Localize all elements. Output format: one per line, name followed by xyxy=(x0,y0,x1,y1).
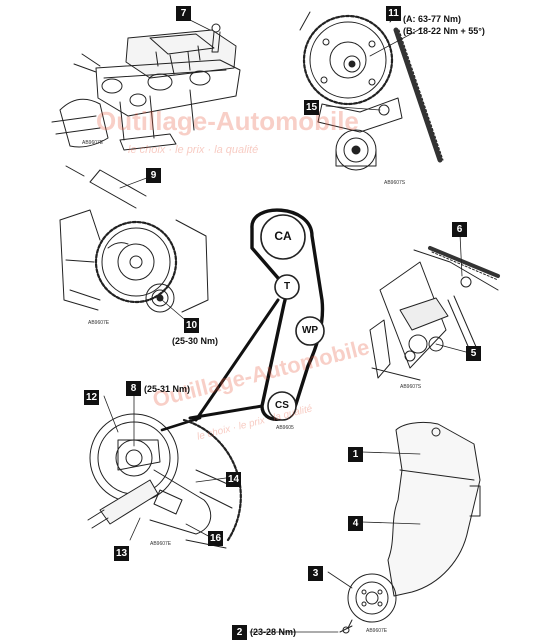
callout-1: 1 xyxy=(348,447,363,462)
watermark-tagline-top: le choix · le prix · la qualité xyxy=(128,144,259,156)
figure-code-center: AB9605 xyxy=(276,425,294,431)
torque-spec-10: (25-30 Nm) xyxy=(172,336,219,346)
callout-4: 4 xyxy=(348,516,363,531)
pulley-label-tensioner: T xyxy=(283,281,291,292)
pulley-label-water-pump: WP xyxy=(301,325,319,336)
torque-spec-2: (23-28 Nm) xyxy=(250,627,297,637)
callout-3: 3 xyxy=(308,566,323,581)
figure-code-mid-right: AB9607S xyxy=(400,384,422,390)
cam-sprocket-view xyxy=(299,7,444,171)
torque-spec-11-a: (A: 63-77 Nm) xyxy=(403,14,462,24)
callout-8: 8 xyxy=(126,381,141,396)
callout-14: 14 xyxy=(226,472,241,487)
timing-cover-view xyxy=(339,421,481,634)
callout-2: 2 xyxy=(232,625,247,640)
callout-10: 10 xyxy=(184,318,199,333)
figure-code-mid-left: AB9607E xyxy=(88,320,110,326)
callout-16: 16 xyxy=(208,531,223,546)
callout-5: 5 xyxy=(466,346,481,361)
sprocket-shaft-view xyxy=(59,165,209,313)
figure-code-bottom-right: AB9607E xyxy=(366,628,388,634)
pulley-label-crankshaft: CS xyxy=(275,400,289,411)
callout-9: 9 xyxy=(146,168,161,183)
callout-7: 7 xyxy=(176,6,191,21)
callout-6: 6 xyxy=(452,222,467,237)
figure-code-top-right: AB9607S xyxy=(384,180,406,186)
torque-spec-11-b: (B: 18-22 Nm + 55°) xyxy=(403,26,485,36)
belt-routing-schematic xyxy=(188,208,325,422)
pulley-label-camshaft: CA xyxy=(274,229,292,243)
tensioner-view xyxy=(369,246,500,381)
callout-12: 12 xyxy=(84,390,99,405)
callout-15: 15 xyxy=(304,100,319,115)
figure-code-top-left: AB9607E xyxy=(82,140,104,146)
torque-spec-8: (25-31 Nm) xyxy=(144,384,191,394)
callout-13: 13 xyxy=(114,546,129,561)
camshaft-locking-tool-view xyxy=(51,23,241,151)
callout-11: 11 xyxy=(386,6,401,21)
watermark-brand-top: Outillage-Automobile xyxy=(96,106,359,136)
figure-code-bottom-left: AB9607E xyxy=(150,541,172,547)
